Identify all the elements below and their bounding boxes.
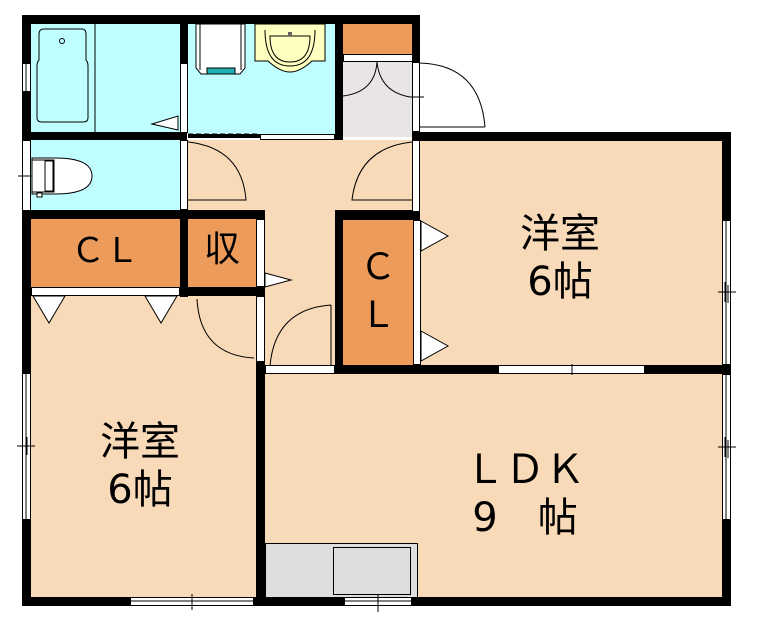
bathtub-icon bbox=[36, 24, 96, 132]
bathroom-floor bbox=[30, 22, 180, 132]
entrance-floor bbox=[343, 62, 413, 137]
closet-left-floor bbox=[30, 219, 180, 287]
wall-cl-right-bottom bbox=[335, 365, 498, 374]
room-left-door-icon bbox=[196, 298, 255, 359]
ldk-door-icon bbox=[269, 304, 332, 367]
closet-right-label-2: Ｌ bbox=[359, 295, 396, 336]
wall-closet-vertical bbox=[180, 210, 188, 297]
room-left-door-band bbox=[256, 296, 265, 362]
wall-left-lower bbox=[22, 520, 31, 606]
closet-right-door-icon bbox=[420, 330, 450, 362]
wall-bottom-mid bbox=[254, 597, 344, 606]
wall-room-ldk-right bbox=[645, 365, 731, 374]
wall-cl-right-left bbox=[335, 210, 343, 374]
wall-toilet-closet bbox=[22, 210, 265, 219]
closet-left-door-band bbox=[31, 287, 180, 296]
washing-machine-icon bbox=[195, 23, 246, 75]
closet-left-door-icon bbox=[144, 295, 178, 324]
storage-floor bbox=[188, 219, 256, 287]
western-room-right-label-1: 洋室 bbox=[520, 211, 600, 257]
western-room-left-label-1: 洋室 bbox=[100, 419, 180, 465]
western-room-right-floor bbox=[420, 140, 722, 366]
wall-washroom-entrance bbox=[335, 15, 343, 140]
closet-right-door-icon bbox=[420, 220, 450, 252]
toilet-icon bbox=[18, 157, 93, 198]
western-room-left-label-2: 6帖 bbox=[107, 467, 173, 513]
entrance-shelf bbox=[343, 22, 413, 54]
wall-left-upper2 bbox=[22, 92, 31, 140]
shoe-cabinet-doors-icon bbox=[342, 61, 424, 98]
western-room-right-label-2: 6帖 bbox=[527, 259, 593, 305]
entrance-shelf-band bbox=[343, 54, 413, 62]
toilet-door-band bbox=[180, 140, 188, 210]
storage-door-icon bbox=[264, 272, 293, 288]
wall-washroom-bottom bbox=[188, 134, 260, 138]
closet-left-door-icon bbox=[32, 295, 66, 324]
wall-top-left bbox=[22, 15, 420, 24]
ldk-label-2: 9 帖 bbox=[472, 495, 578, 541]
ldk-label-1: ＬＤＫ bbox=[465, 447, 585, 493]
wall-right-lower bbox=[722, 520, 731, 606]
wall-bath-washroom bbox=[180, 15, 188, 63]
wall-bottom-left bbox=[22, 597, 130, 606]
toilet-door-icon bbox=[187, 141, 247, 201]
wall-entrance-right bbox=[412, 15, 420, 62]
closet-left-label: ＣＬ bbox=[71, 231, 139, 271]
wall-left-closet bbox=[22, 211, 31, 373]
kitchen-sink bbox=[333, 547, 411, 595]
closet-right-door-band bbox=[413, 220, 421, 365]
wall-storage-bottom bbox=[180, 287, 265, 296]
wall-bath-toilet bbox=[22, 132, 187, 140]
wall-cl-right-top bbox=[335, 210, 420, 220]
washroom-door-band bbox=[260, 134, 335, 140]
ldk-door-band bbox=[265, 365, 335, 374]
wall-ldk-left bbox=[256, 362, 265, 606]
bath-door-icon bbox=[150, 115, 179, 131]
hall-door-icon bbox=[351, 141, 413, 201]
hall-door-band bbox=[412, 140, 420, 212]
wall-top-right bbox=[412, 132, 731, 141]
window-markers bbox=[17, 63, 736, 612]
closet-right-floor bbox=[343, 220, 413, 366]
entrance-door-icon bbox=[419, 62, 486, 128]
wash-basin-icon bbox=[254, 23, 326, 73]
wall-bottom-right bbox=[412, 597, 731, 606]
bath-door-band bbox=[180, 63, 188, 133]
storage-label: 収 bbox=[203, 229, 240, 270]
closet-right-label-1: Ｃ bbox=[359, 247, 396, 288]
storage-door-band bbox=[256, 219, 265, 287]
wall-right-upper bbox=[722, 132, 731, 220]
wall-left-upper bbox=[22, 15, 31, 63]
